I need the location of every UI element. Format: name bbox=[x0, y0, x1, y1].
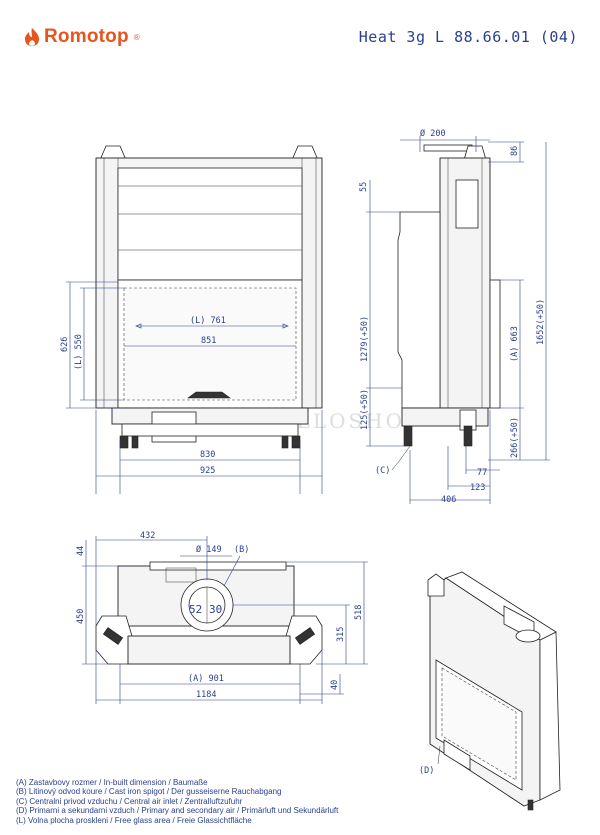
brand-registered-mark: ® bbox=[133, 32, 140, 42]
label-D: (D) bbox=[419, 766, 434, 776]
dim-L550: (L) 550 bbox=[74, 334, 84, 370]
door-handle bbox=[187, 391, 231, 399]
wing-hinge-right bbox=[294, 627, 316, 645]
dim-266: 266(+50) bbox=[510, 417, 520, 458]
dim-626: 626 bbox=[60, 337, 70, 352]
side-flue-top bbox=[423, 144, 473, 152]
dim-1652: 1652(+50) bbox=[536, 299, 546, 345]
dim-851: 851 bbox=[201, 336, 216, 346]
dim-1184: 1184 bbox=[196, 690, 216, 700]
top-dimensions: 432 Ø 149 (B) 44 450 518 315 40 (A) 901 bbox=[76, 531, 368, 704]
dim-830: 830 bbox=[200, 450, 215, 460]
front-hood-panel bbox=[117, 167, 303, 281]
side-inlet-pointer bbox=[391, 445, 411, 471]
dim-L761: (L) 761 bbox=[190, 316, 226, 326]
iso-door-glass bbox=[441, 667, 517, 781]
label-B: (B) bbox=[234, 545, 249, 555]
top-inlet-plate bbox=[165, 567, 197, 583]
dim-518: 518 bbox=[354, 605, 364, 620]
dim-1279: 1279(+50) bbox=[360, 316, 370, 362]
front-leg-left-inner bbox=[131, 435, 139, 449]
dim-315: 315 bbox=[336, 627, 346, 642]
dim-52: 52 bbox=[189, 603, 202, 616]
top-front-frame bbox=[127, 635, 291, 665]
iso-body-side bbox=[539, 631, 561, 801]
iso-leg bbox=[527, 799, 534, 811]
dim-A901: (A) 901 bbox=[188, 674, 224, 684]
dim-d200: Ø 200 bbox=[420, 128, 446, 139]
dim-406: 406 bbox=[441, 495, 456, 505]
legend-item-A: (A) Zastavbovy rozmer / In-built dimensi… bbox=[16, 778, 208, 787]
side-dimensions: Ø 200 86 1652(+50) (A) 663 266(+50) 55 1… bbox=[359, 128, 550, 505]
dim-40: 40 bbox=[330, 680, 340, 690]
flame-icon bbox=[25, 28, 39, 46]
front-view bbox=[95, 145, 323, 449]
dim-A663: (A) 663 bbox=[510, 326, 520, 362]
front-leg-left bbox=[119, 435, 129, 449]
legend: (A) Zastavbovy rozmer / In-built dimensi… bbox=[16, 778, 338, 825]
brand-logo: Romotop ® bbox=[24, 26, 140, 48]
top-rear-rail bbox=[149, 561, 287, 571]
dim-450: 450 bbox=[76, 609, 86, 624]
legend-item-B: (B) Litinový odvod koure / Cast iron spi… bbox=[16, 787, 282, 797]
brand-name: Romotop bbox=[44, 26, 129, 47]
dim-432: 432 bbox=[140, 531, 155, 541]
iso-air-control bbox=[443, 739, 471, 771]
legend-item-C: (C) Centralni privod vzduchu / Central a… bbox=[16, 796, 243, 806]
side-leg-front bbox=[463, 425, 473, 447]
front-leg-right-inner bbox=[281, 435, 289, 449]
legend-item-D: (D) Primarni a sekundarni vzduch / Prima… bbox=[16, 806, 339, 816]
door-glass bbox=[123, 287, 297, 401]
wing-hinge-left bbox=[102, 627, 124, 645]
front-dimensions: (L) 761 851 830 925 626 (L) 550 bbox=[60, 281, 323, 494]
model-title: Heat 3g L 88.66.01 (04) bbox=[358, 28, 578, 46]
dim-925: 925 bbox=[200, 466, 215, 476]
side-front-frame bbox=[489, 279, 501, 409]
dim-123: 123 bbox=[470, 483, 485, 493]
side-view bbox=[391, 144, 501, 471]
side-panel-upper bbox=[455, 179, 479, 229]
dim-86: 86 bbox=[510, 146, 520, 156]
dim-77: 77 bbox=[477, 468, 487, 478]
side-leg-rear bbox=[403, 425, 413, 447]
dim-d149: Ø 149 bbox=[196, 544, 222, 555]
top-view: 52 30 bbox=[95, 561, 323, 665]
dim-125: 125(+50) bbox=[360, 389, 370, 430]
iso-flue-outlet bbox=[515, 629, 541, 643]
dim-55: 55 bbox=[359, 182, 369, 192]
isometric-view: (D) bbox=[419, 571, 561, 811]
front-plinth bbox=[121, 423, 299, 437]
dim-44: 44 bbox=[76, 546, 86, 556]
iso-label-pointer bbox=[437, 745, 441, 765]
label-C-side: (C) bbox=[375, 466, 390, 476]
legend-item-L: (L) Volna plocha proskleni / Free glass … bbox=[16, 815, 252, 825]
front-base bbox=[111, 407, 309, 425]
dim-30: 30 bbox=[209, 603, 222, 616]
side-rear-section bbox=[397, 211, 441, 409]
front-leg-right bbox=[291, 435, 301, 449]
iso-lug-left bbox=[427, 573, 445, 597]
